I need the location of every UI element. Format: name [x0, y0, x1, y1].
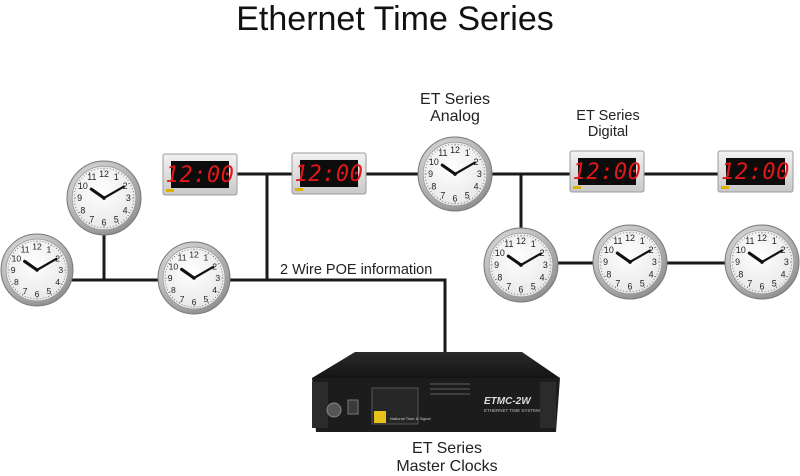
- clock-numeral: 12: [625, 233, 635, 243]
- clock-numeral: 12: [189, 249, 199, 259]
- clock-numeral: 9: [77, 193, 82, 203]
- clock-numeral: 7: [89, 214, 94, 224]
- clock-numeral: 6: [519, 285, 524, 295]
- digital-clock: 12:00: [718, 151, 793, 192]
- clock-numeral: 7: [180, 294, 185, 304]
- brand-name: National Time & Signal: [390, 416, 431, 421]
- led-display: 12:00: [573, 160, 642, 185]
- clock-numeral: 9: [603, 257, 608, 267]
- clock-numeral: 9: [494, 260, 499, 270]
- clock-numeral: 12: [757, 233, 767, 243]
- clock-numeral: 6: [760, 282, 765, 292]
- clock-numeral: 8: [80, 205, 85, 215]
- clock-numeral: 3: [126, 193, 131, 203]
- clock-numeral: 12: [516, 236, 526, 246]
- digital-clock: 12:00: [570, 151, 644, 192]
- clock-numeral: 10: [78, 181, 88, 191]
- clock-numeral: 9: [11, 265, 16, 275]
- rack-left-ear: [312, 382, 328, 428]
- led-display: 12:00: [721, 160, 790, 185]
- clock-numeral: 6: [628, 282, 633, 292]
- clock-numeral: 3: [543, 260, 548, 270]
- clock-numeral: 8: [738, 269, 743, 279]
- clock-numeral: 4: [540, 272, 545, 282]
- clock-numeral: 3: [477, 169, 482, 179]
- clock-numeral: 3: [58, 265, 63, 275]
- clock-numeral: 4: [123, 205, 128, 215]
- clock-numeral: 4: [649, 269, 654, 279]
- clock-numeral: 11: [21, 245, 30, 255]
- digital-clock: 12:00: [292, 153, 366, 194]
- clock-numeral: 10: [604, 245, 614, 255]
- clock-numeral: 9: [428, 169, 433, 179]
- clock-numeral: 10: [169, 261, 179, 271]
- clock-numeral: 3: [784, 257, 789, 267]
- clock-numeral: 11: [87, 172, 96, 182]
- clock-numeral: 11: [178, 253, 187, 263]
- clock-numeral: 4: [55, 277, 60, 287]
- clock-numeral: 8: [431, 181, 436, 191]
- clock-numeral: 3: [652, 257, 657, 267]
- clock-numeral: 7: [23, 286, 28, 296]
- clock-numeral: 11: [745, 236, 754, 246]
- clock-numeral: 8: [497, 272, 502, 282]
- digital-clock: 12:00: [163, 154, 237, 195]
- rack-top-face: [312, 352, 560, 378]
- led-display: 12:00: [295, 162, 364, 187]
- clock-numeral: 12: [99, 169, 109, 179]
- clock-numeral: 3: [215, 273, 220, 283]
- clock-numeral: 7: [506, 281, 511, 291]
- model-name: ETMC-2W: [484, 396, 532, 407]
- clock-numeral: 8: [14, 277, 19, 287]
- led-display: 12:00: [166, 163, 235, 188]
- master-clock-unit: ETMC-2W ETHERNET TIME SYSTEM National Ti…: [312, 352, 560, 432]
- clock-numeral: 8: [606, 269, 611, 279]
- clock-numeral: 7: [747, 278, 752, 288]
- clock-numeral: 9: [168, 273, 173, 283]
- clock-numeral: 10: [736, 245, 746, 255]
- clock-numeral: 10: [12, 253, 22, 263]
- clock-numeral: 12: [32, 241, 42, 251]
- clock-numeral: 11: [613, 236, 622, 246]
- clock-numeral: 7: [440, 190, 445, 200]
- clock-numeral: 11: [438, 148, 447, 158]
- power-switch: [348, 400, 358, 414]
- clock-numeral: 4: [781, 269, 786, 279]
- clock-numeral: 6: [102, 218, 107, 228]
- clock-numeral: 12: [450, 145, 460, 155]
- power-knob: [327, 403, 341, 417]
- clock-numeral: 10: [495, 248, 505, 258]
- clock-numeral: 8: [171, 285, 176, 295]
- clock-numeral: 10: [429, 157, 439, 167]
- clock-numeral: 7: [615, 278, 620, 288]
- clock-numeral: 9: [735, 257, 740, 267]
- clock-numeral: 11: [504, 239, 513, 249]
- clock-numeral: 4: [212, 285, 217, 295]
- clock-numeral: 6: [453, 194, 458, 204]
- model-subtitle: ETHERNET TIME SYSTEM: [484, 408, 540, 413]
- clock-numeral: 4: [474, 181, 479, 191]
- rack-right-ear: [540, 382, 556, 428]
- brand-logo: [374, 411, 386, 423]
